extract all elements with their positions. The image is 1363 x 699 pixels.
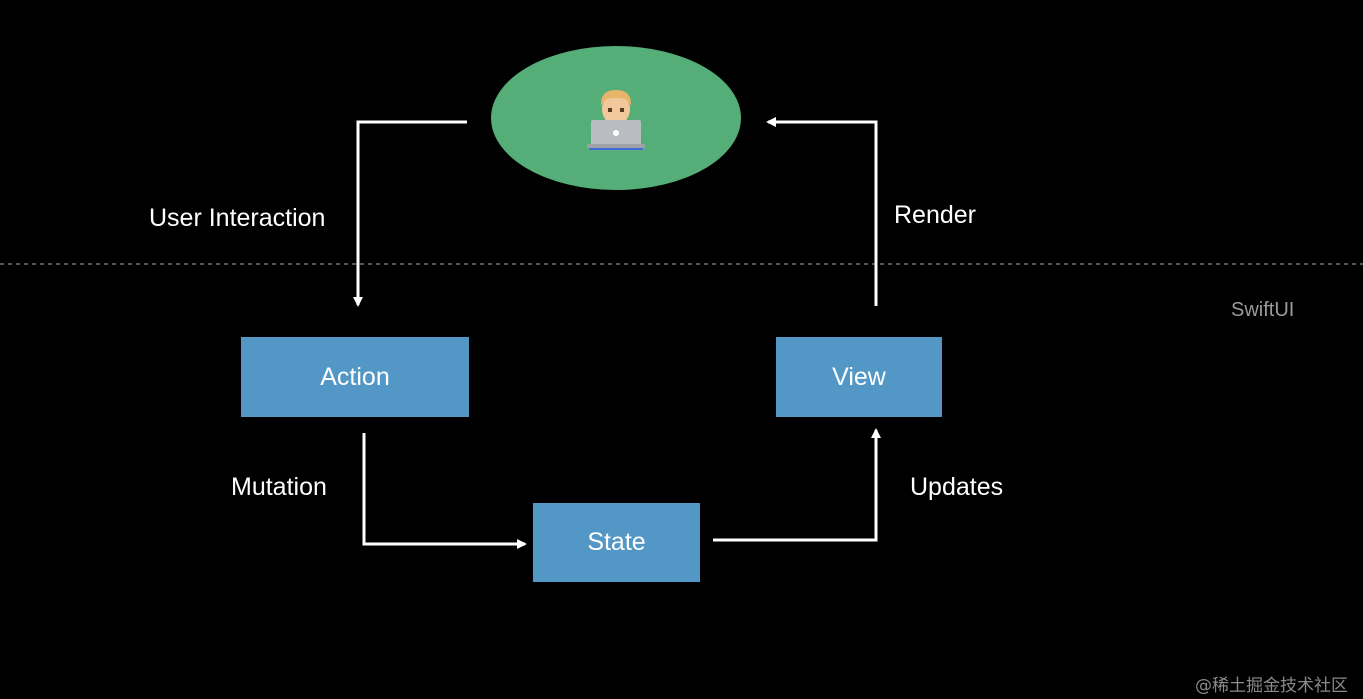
arrow-action-to-state	[362, 433, 527, 549]
action-box: Action	[241, 337, 469, 417]
user-node	[491, 46, 741, 190]
edge-label-updates: Updates	[910, 473, 1004, 501]
arrow-state-to-view	[713, 428, 881, 542]
arrow-user-to-action	[353, 120, 467, 307]
action-box-label: Action	[320, 362, 390, 391]
view-box-label: View	[832, 362, 886, 391]
view-box: View	[776, 337, 942, 417]
watermark: @稀土掘金技术社区	[1195, 676, 1348, 696]
edge-label-mutation: Mutation	[231, 473, 327, 501]
swiftui-layer-label: SwiftUI	[1231, 299, 1295, 321]
state-box-label: State	[587, 528, 646, 556]
edge-label-user-interaction: User Interaction	[149, 204, 326, 232]
arrow-view-to-user	[766, 117, 878, 306]
state-box: State	[533, 503, 700, 582]
edge-label-render: Render	[894, 201, 976, 229]
developer-with-laptop-icon	[587, 90, 645, 150]
